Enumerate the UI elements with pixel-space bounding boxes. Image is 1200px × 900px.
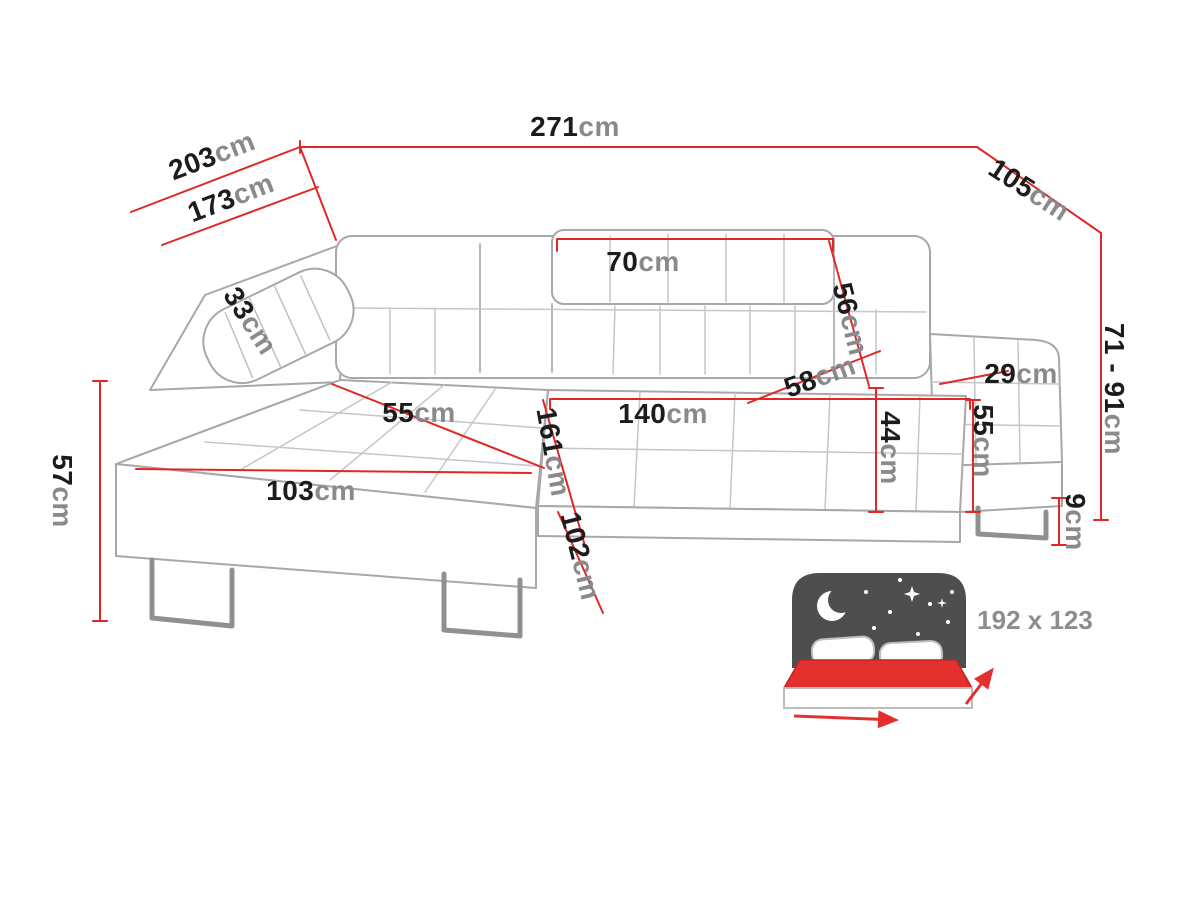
dim-label-70: 70cm xyxy=(606,248,680,276)
dim-line-173 xyxy=(161,186,319,246)
dim-value: 57 xyxy=(47,454,78,487)
dim-value: 70 xyxy=(606,246,639,277)
dim-line-9 xyxy=(1051,497,1067,546)
stars-icon xyxy=(864,578,954,636)
dim-value: 9 xyxy=(1060,493,1091,510)
sleeping-area-value: 192 x 123 xyxy=(977,605,1093,635)
dim-line-55-arm xyxy=(965,399,981,513)
dim-line-56 xyxy=(828,240,870,387)
backrest-dividers xyxy=(479,243,835,373)
dim-line-103 xyxy=(135,468,532,474)
dim-line-55-seat xyxy=(331,383,545,469)
pillow xyxy=(202,267,355,385)
fold-out-arrows xyxy=(793,667,994,729)
mattress-front xyxy=(783,687,973,709)
dim-value: 55 xyxy=(968,404,999,437)
dim-label-271: 271cm xyxy=(530,113,620,141)
dim-label-140: 140cm xyxy=(618,400,708,428)
dim-unit: cm xyxy=(875,443,906,485)
dim-line-271 xyxy=(299,140,978,241)
dim-line-58 xyxy=(747,350,881,404)
dim-line-105 xyxy=(976,146,1102,234)
dim-label-57: 57cm xyxy=(47,454,78,528)
dim-label-55-seat: 55cm xyxy=(382,399,456,427)
dim-line-70 xyxy=(556,238,834,252)
dim-label-71-91: 71 - 91cm xyxy=(1099,322,1130,456)
dim-unit: cm xyxy=(414,397,456,428)
backrest-tufting xyxy=(341,233,927,375)
dim-unit: cm xyxy=(314,475,356,506)
dim-unit: cm xyxy=(47,486,78,528)
main-seat-base xyxy=(537,505,961,543)
chaise-base xyxy=(115,463,537,589)
dim-unit: cm xyxy=(1099,413,1130,456)
dim-unit: cm xyxy=(638,246,680,277)
headrest-middle xyxy=(551,229,835,305)
sleeping-function-icon xyxy=(782,573,994,729)
dim-value: 140 xyxy=(618,398,667,429)
dim-line-71-91 xyxy=(1093,232,1109,521)
dim-line-29 xyxy=(939,370,1009,385)
mattress-top xyxy=(782,659,974,689)
main-seat-tufting xyxy=(542,391,964,512)
sofa-legs xyxy=(149,505,1049,639)
dim-unit: cm xyxy=(1016,358,1058,389)
dim-label-55-arm: 55cm xyxy=(968,404,999,478)
dim-value: 71 - 91 xyxy=(1099,322,1130,414)
dim-label-44: 44cm xyxy=(875,411,906,485)
dim-value: 55 xyxy=(382,397,415,428)
dimension-lines xyxy=(92,140,1109,622)
sofa-outline xyxy=(115,229,1063,639)
dim-line-57 xyxy=(92,380,108,622)
dim-line-161 xyxy=(542,399,586,547)
dim-line-44 xyxy=(868,387,884,513)
dim-unit: cm xyxy=(578,111,620,142)
moon-icon xyxy=(817,587,854,621)
dim-label-29: 29cm xyxy=(984,360,1058,388)
dim-unit: cm xyxy=(666,398,708,429)
dim-label-9: 9cm xyxy=(1060,493,1091,551)
dim-value: 103 xyxy=(266,475,315,506)
dim-unit: cm xyxy=(1060,509,1091,551)
sleeping-area-size: 192 x 123 xyxy=(977,607,1093,633)
dim-label-103: 103cm xyxy=(266,477,356,505)
chaise-tufting xyxy=(204,381,543,493)
dim-unit: cm xyxy=(968,436,999,478)
dim-value: 29 xyxy=(984,358,1017,389)
dim-value: 271 xyxy=(530,111,579,142)
dim-line-203 xyxy=(130,146,301,213)
dim-line-102 xyxy=(557,511,604,614)
dim-value: 44 xyxy=(875,411,906,444)
